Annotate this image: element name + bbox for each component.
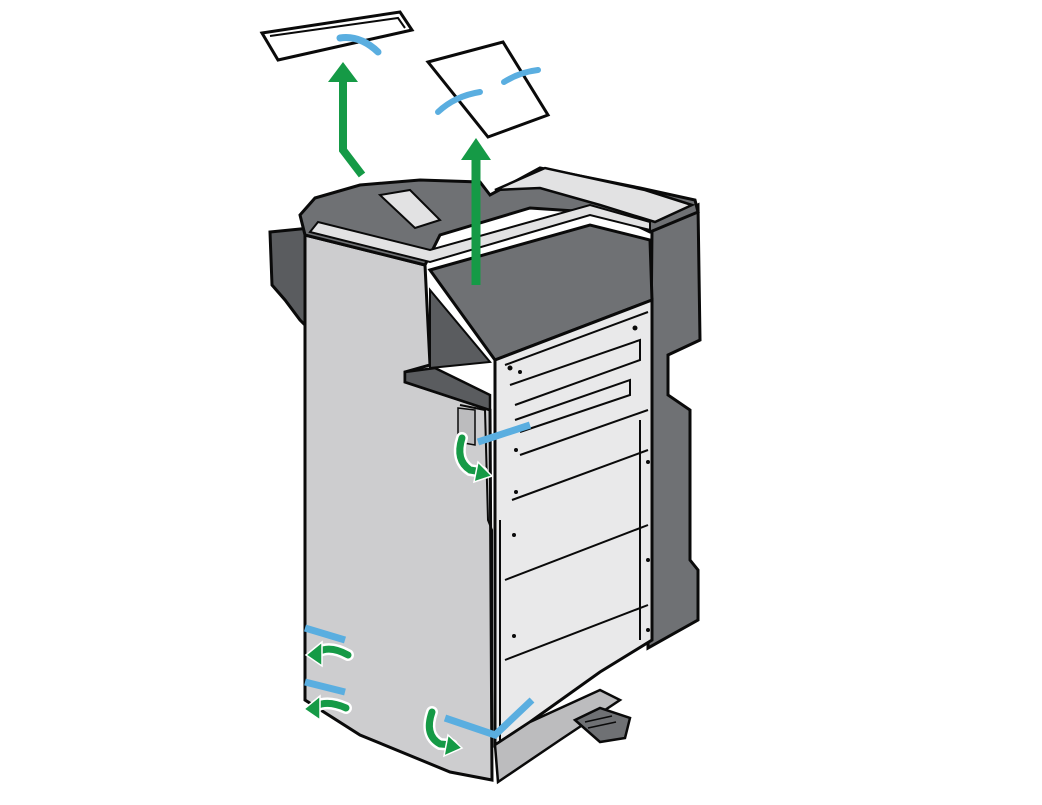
tape-strip bbox=[435, 89, 483, 115]
top-rim bbox=[308, 203, 651, 264]
packing-sheet-right bbox=[425, 40, 551, 139]
top-tray-right bbox=[494, 166, 696, 224]
finisher-body bbox=[268, 166, 702, 785]
output-tray bbox=[427, 223, 654, 362]
up-arrow-icon bbox=[461, 138, 491, 285]
curved-arrow-icon bbox=[302, 694, 352, 722]
tape-strip bbox=[476, 421, 532, 446]
curved-arrow-icon bbox=[453, 432, 494, 484]
tape-strip bbox=[303, 624, 347, 644]
side-ledge bbox=[403, 366, 492, 412]
exit-slot bbox=[377, 188, 442, 230]
curved-arrow-icon bbox=[304, 640, 354, 668]
tape-strip bbox=[336, 34, 382, 56]
tape-strip bbox=[501, 67, 541, 85]
packing-sheet-left bbox=[259, 10, 415, 62]
front-seam bbox=[459, 404, 493, 760]
tape-strip bbox=[443, 697, 535, 739]
front-door bbox=[493, 297, 654, 748]
tape-strips bbox=[303, 421, 535, 739]
up-arrow-icon bbox=[328, 62, 366, 178]
curved-arrow-icon bbox=[423, 706, 464, 758]
tape-strip bbox=[304, 678, 346, 696]
output-tray-recess bbox=[429, 287, 492, 370]
door-details bbox=[499, 311, 649, 745]
right-side-panel bbox=[646, 202, 702, 651]
